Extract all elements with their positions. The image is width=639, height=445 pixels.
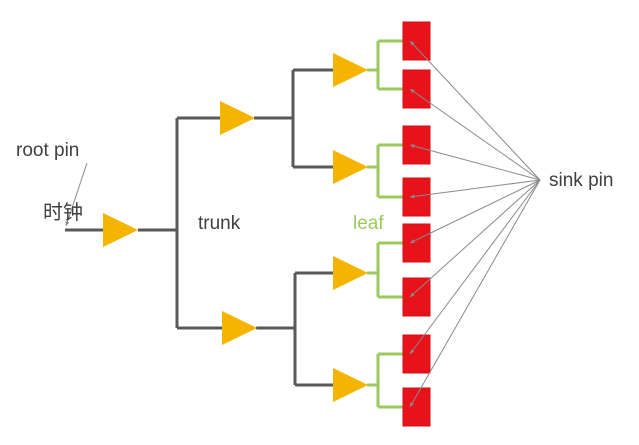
sink-connector-line (409, 179, 541, 199)
leaf-wires (367, 39, 404, 409)
buffer-triangle (220, 101, 255, 135)
buffer-triangle (333, 256, 368, 290)
sink-pin-box (402, 21, 431, 61)
sink-pin-box (402, 387, 431, 427)
trunk-wires (65, 68, 333, 387)
sink-pin-box (402, 69, 431, 109)
buffer-triangle (103, 213, 138, 247)
trunk-label: trunk (198, 213, 241, 234)
sink-connector-line (409, 88, 541, 181)
sink-pin-label: sink pin (549, 170, 613, 191)
sink-pin-box (402, 125, 431, 165)
sink-pin-box (402, 177, 431, 217)
sink-connector-line (409, 179, 541, 408)
sink-connector-line (409, 179, 541, 244)
buffer-triangle (333, 53, 368, 87)
sink-connector-line (409, 40, 541, 181)
sink-connector-line (409, 179, 541, 298)
buffer-triangle (222, 311, 257, 345)
sink-connector-line (409, 179, 541, 355)
sink-pin-box (402, 334, 431, 374)
sink-pin-box (402, 277, 431, 317)
root-pin-arrow (65, 162, 88, 227)
root-pin-label: root pin (16, 140, 79, 161)
buffer-triangle (333, 368, 368, 402)
sink-pin-box (402, 223, 431, 263)
clock-label: 时钟 (43, 201, 83, 224)
leaf-label: leaf (353, 213, 384, 234)
buffer-triangle (333, 150, 368, 184)
sink-connector-line (409, 144, 541, 181)
